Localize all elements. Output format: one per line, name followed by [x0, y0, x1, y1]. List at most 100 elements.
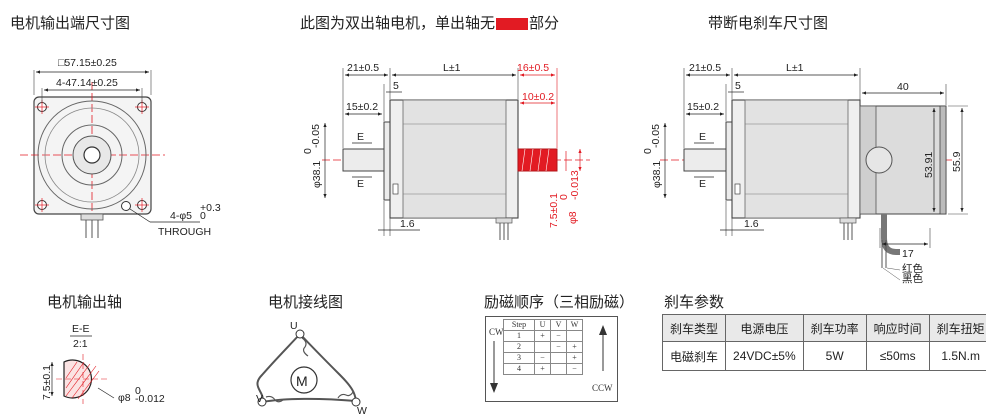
ph-cell: −: [550, 341, 567, 353]
brake-dim-5391: 53.91: [923, 152, 935, 178]
dim-through: THROUGH: [158, 226, 211, 238]
dim-holes-tol-low: 0: [200, 210, 206, 222]
dim-L: L±1: [443, 62, 461, 74]
wiring-diagram: M U V W: [256, 320, 367, 417]
phase-grid: Step U V W 1+− 2−+ 3−+ 4+−: [503, 319, 583, 375]
dim-8: φ8: [567, 211, 579, 224]
section-scale: 2:1: [73, 338, 88, 350]
dim-E-bottom: E: [357, 178, 364, 190]
wiring-w: W: [357, 405, 367, 417]
brake-dim-1-6: 1.6: [744, 218, 759, 230]
dim-8-tol-lo: -0.013: [569, 170, 581, 200]
section-d75: 7.5±0.1: [41, 365, 53, 400]
dim-10: 10±0.2: [522, 91, 554, 103]
brake-th: 电源电压: [725, 314, 804, 342]
ph-row: 2−+: [503, 341, 583, 353]
mount-hole-tr: [135, 100, 149, 114]
brake-td: 电磁刹车: [661, 341, 727, 371]
ph-cell: +: [566, 341, 583, 353]
ph-cell: [550, 363, 567, 375]
dim-15: 15±0.2: [346, 101, 378, 113]
wiring-v: V: [256, 393, 263, 405]
brake-params-table: 刹车类型 电源电压 刹车功率 响应时间 刹车扭矩 电磁刹车 24VDC±5% 5…: [661, 314, 986, 371]
ph-cell: +: [534, 330, 551, 342]
ph-cell: −: [550, 330, 567, 342]
dim-381: φ38.1: [311, 161, 323, 188]
section-label: E-E: [72, 323, 90, 335]
mount-hole-bl: [35, 198, 49, 212]
wire-red-label: 红色: [902, 262, 923, 275]
ccw-arrow-icon: [599, 325, 607, 371]
side-view: 21±0.5 L±1 16±0.5 10±0.2 5 15±0.2 E E 1.…: [302, 62, 590, 240]
ccw-label: CCW: [592, 383, 613, 393]
section-d8: φ8: [118, 392, 131, 404]
title-excitation: 励磁顺序（三相励磁）: [484, 294, 635, 311]
front-view: □57.15±0.25 4-47.14±0.25 4-φ5 +0.3 0 THR…: [20, 57, 221, 238]
ph-header: Step: [503, 319, 535, 331]
brake-row: 电磁刹车 24VDC±5% 5W ≤50ms 1.5N.m: [661, 341, 986, 371]
section-d8-tol-hi: 0: [135, 385, 141, 397]
title-dual-shaft-post: 部分: [529, 15, 560, 32]
dim-1-6: 1.6: [400, 218, 415, 230]
ph-cell: 3: [503, 352, 535, 364]
ph-cell: −: [566, 363, 583, 375]
red-rear-shaft: [517, 148, 558, 172]
brake-th: 刹车功率: [802, 314, 867, 342]
ph-cell: −: [534, 352, 551, 364]
ph-header: V: [550, 319, 567, 331]
dim-E-top: E: [357, 131, 364, 143]
ph-row: 3− +: [503, 352, 583, 364]
ph-cell: +: [566, 352, 583, 364]
ph-cell: +: [534, 363, 551, 375]
title-brake-size: 带断电刹车尺寸图: [708, 15, 829, 32]
mount-hole-br: [121, 198, 149, 212]
dim-hole-spacing: 4-47.14±0.25: [56, 77, 118, 89]
ph-cell: 1: [503, 330, 535, 342]
wiring-u: U: [290, 320, 298, 332]
dim-holes-tol: +0.3: [200, 202, 221, 214]
ph-header: W: [566, 319, 583, 331]
brake-dim-E-top: E: [699, 131, 706, 143]
cw-label: CW: [489, 327, 504, 337]
title-dual-shaft: 此图为双出轴电机，单出轴无 部分: [300, 12, 559, 33]
brake-dim-381-tol-lo: -0.05: [650, 124, 662, 148]
title-motor-size: 电机输出端尺寸图: [10, 15, 131, 32]
dim-7-5: 7.5±0.1: [548, 193, 560, 228]
ph-row: 1+−: [503, 330, 583, 342]
red-bar-marker: [496, 18, 529, 31]
cw-arrow-icon: [490, 341, 498, 393]
brake-th: 响应时间: [865, 314, 930, 342]
brake-dim-15: 15±0.2: [687, 101, 719, 113]
dim-381-tol-hi: 0: [302, 148, 314, 154]
title-wiring: 电机接线图: [268, 294, 344, 311]
ph-row: 4+ −: [503, 363, 583, 375]
dim-square: □57.15±0.25: [58, 57, 117, 69]
dim-21: 21±0.5: [347, 62, 379, 74]
phase-sequence-table: CW Step U V W 1+− 2−+ 3−+ 4+− CCW: [485, 316, 618, 402]
ph-cell: 4: [503, 363, 535, 375]
brake-dim-L: L±1: [786, 62, 804, 74]
brake-dim-40: 40: [897, 81, 909, 93]
title-brake-params: 刹车参数: [664, 294, 725, 311]
brake-view: 红色 黑色 21±0.5 L±1 5 15±0.2 E E 1.6 φ38.1 …: [642, 62, 968, 285]
title-dual-shaft-pre: 此图为双出轴电机，单出轴无: [300, 15, 496, 32]
brake-dim-17: 17: [902, 248, 914, 260]
dim-holes: 4-φ5: [170, 210, 192, 222]
brake-th: 刹车类型: [661, 314, 727, 342]
wire-black-label: 黑色: [902, 272, 923, 285]
ph-cell: [566, 330, 583, 342]
brake-th: 刹车扭矩: [928, 314, 986, 342]
mount-hole-tl: [35, 100, 49, 114]
brake-td: 5W: [802, 341, 867, 371]
shaft-section: E-E 2:1 7.5±0.1 φ8 0 -0.012: [41, 323, 165, 405]
dim-8-tol-hi: 0: [558, 194, 570, 200]
brake-dim-21: 21±0.5: [689, 62, 721, 74]
dim-5: 5: [393, 80, 399, 92]
brake-td: ≤50ms: [865, 341, 930, 371]
title-output-shaft: 电机输出轴: [47, 294, 123, 311]
ph-cell: [550, 352, 567, 364]
brake-dim-381: φ38.1: [651, 161, 663, 188]
brake-dim-559: 55.9: [951, 151, 963, 172]
brake-dim-5: 5: [735, 80, 741, 92]
